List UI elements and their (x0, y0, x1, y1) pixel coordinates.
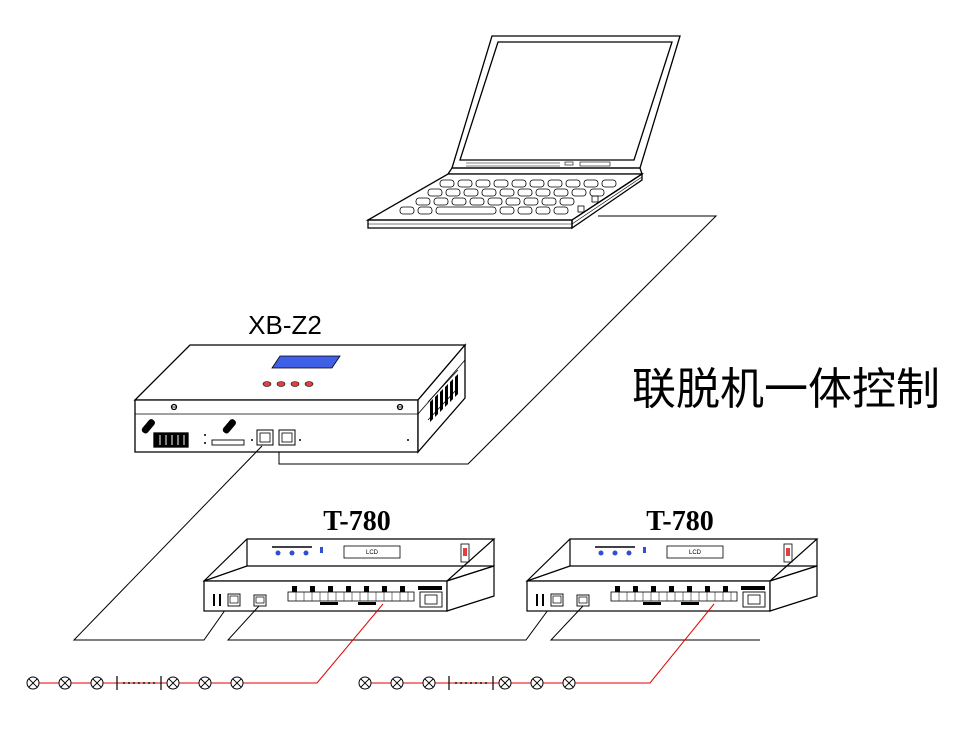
lamp-icon (58, 676, 72, 690)
controller-to-subcontroller-cable (72, 445, 263, 641)
sub-controller-icon (525, 538, 819, 612)
subcontroller-2-label: T-780 (646, 506, 713, 537)
controller-label: XB-Z2 (248, 310, 322, 340)
lamp-icon (198, 676, 212, 690)
signal-line-2 (365, 603, 715, 684)
subcontroller-1-label: T-780 (323, 506, 390, 537)
page-title: 联脱机一体控制 (632, 364, 940, 415)
signal-line-1 (35, 603, 384, 684)
subcontroller-2-lcd: LCD (689, 550, 702, 556)
laptop-icon (365, 35, 681, 230)
lamp-icon (530, 676, 544, 690)
lamp-icon (26, 676, 40, 690)
lamp-icon (90, 676, 104, 690)
lamp-chain-1 (26, 676, 244, 690)
lamp-icon (562, 676, 576, 690)
lamp-icon (230, 676, 244, 690)
controller-box-icon (133, 343, 467, 454)
lamp-icon (422, 676, 436, 690)
subcontroller-link-cable (226, 605, 552, 641)
lamp-icon (390, 676, 404, 690)
sub-controller-icon (202, 538, 496, 612)
subcontroller-output-cable (549, 605, 760, 641)
lamp-chain-2 (358, 676, 576, 690)
lamp-icon (166, 676, 180, 690)
laptop-to-controller-cable (278, 215, 718, 465)
lamp-icon (358, 676, 372, 690)
subcontroller-1-lcd: LCD (366, 550, 379, 556)
lamp-icon (498, 676, 512, 690)
